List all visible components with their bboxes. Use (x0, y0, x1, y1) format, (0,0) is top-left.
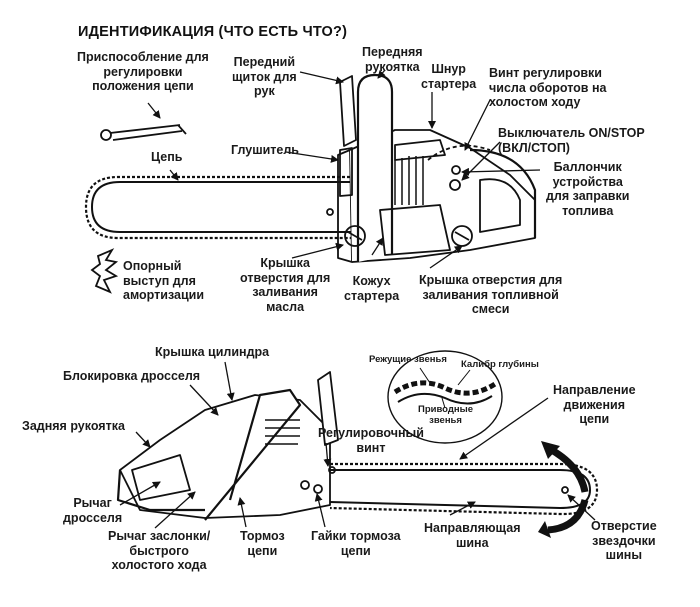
label-starter-cord: Шнур стартера (421, 62, 477, 91)
bottom-guide-bar (329, 469, 591, 509)
bottom-hand-guard (317, 371, 339, 446)
label-adjusting-screw: Регулировочный винт (318, 426, 424, 455)
bottom-rear-handle (116, 469, 205, 512)
top-rear-handle (469, 148, 537, 238)
bottom-fins (265, 419, 300, 445)
label-throttle-trigger: Рычаг дросселя (63, 496, 123, 525)
top-chainsaw (84, 73, 537, 263)
label-starter-cover: Кожух стартера (344, 274, 400, 303)
label-rear-handle: Задняя рукоятка (22, 419, 125, 433)
top-front-handle (356, 73, 394, 262)
label-chain-direction: Направление движения цепи (553, 383, 636, 426)
label-cutters: Режущие звенья (369, 354, 447, 365)
label-chain: Цепь (151, 150, 183, 164)
top-cylinder-fins (394, 156, 424, 205)
label-guide-bar: Направляющая шина (424, 521, 521, 550)
chain-tool-icon (100, 124, 187, 141)
top-chain (84, 175, 360, 240)
label-chain-tool: Приспособление для регулировки положения… (77, 50, 209, 93)
label-brake-nuts: Гайки тормоза цепи (311, 529, 401, 558)
direction-arrow-head (541, 441, 560, 459)
bottom-trigger-loop (131, 454, 191, 501)
top-muffler (339, 147, 353, 197)
bottom-nut-1 (300, 480, 310, 490)
chain-detail-links (393, 380, 497, 396)
direction-arrow-lower (547, 498, 589, 534)
label-front-hand-guard: Передний щиток для рук (232, 55, 297, 98)
label-fuel-cap: Крышка отверстия для заливания топливной… (419, 273, 563, 316)
top-starter-cord (427, 144, 491, 161)
label-bumper-spike: Опорный выступ для амортизации (123, 259, 204, 302)
top-switch (449, 179, 461, 191)
bumper-spike-icon (90, 248, 119, 294)
label-depth-gauge: Калибр глубины (461, 359, 539, 370)
page-title: ИДЕНТИФИКАЦИЯ (ЧТО ЕСТЬ ЧТО?) (78, 24, 348, 40)
top-hand-guard (339, 75, 357, 147)
top-air-filter (394, 139, 446, 161)
label-choke-lever: Рычаг заслонки/ быстрого холостого хода (108, 529, 211, 572)
label-drive-links: Приводные звенья (418, 404, 474, 426)
top-rear-grip (479, 178, 521, 233)
label-muffler: Глушитель (231, 143, 299, 157)
top-leaders (147, 69, 541, 269)
bottom-leaders (119, 361, 596, 529)
bottom-chain (329, 462, 599, 516)
bottom-adjust-screw (328, 466, 336, 474)
label-primer-bulb: Баллончик устройства для заправки топлив… (546, 160, 630, 218)
top-primer (451, 165, 461, 175)
top-oil-cap (344, 225, 366, 247)
label-front-handle: Передняя рукоятка (362, 45, 423, 74)
top-bar-slot (326, 208, 334, 216)
top-engine-body (349, 129, 536, 263)
bottom-sprocket-hole (561, 486, 569, 494)
label-oil-cap: Крышка отверстия для заливания масла (240, 256, 331, 314)
top-guide-bar (91, 181, 360, 233)
chain-detail (387, 350, 503, 444)
label-cylinder-cover: Крышка цилиндра (155, 345, 270, 359)
label-idle-screw: Винт регулировки числа оборотов на холос… (489, 66, 607, 109)
label-throttle-lockout: Блокировка дросселя (63, 369, 201, 383)
label-chain-brake: Тормоз цепи (240, 529, 285, 558)
label-on-stop-switch: Выключатель ON/STOP (ВКЛ/СТОП) (498, 126, 645, 155)
bottom-nut-2 (313, 484, 323, 494)
label-sprocket-hole: Отверстие звездочки шины (591, 519, 657, 562)
bottom-chainsaw (116, 371, 599, 521)
